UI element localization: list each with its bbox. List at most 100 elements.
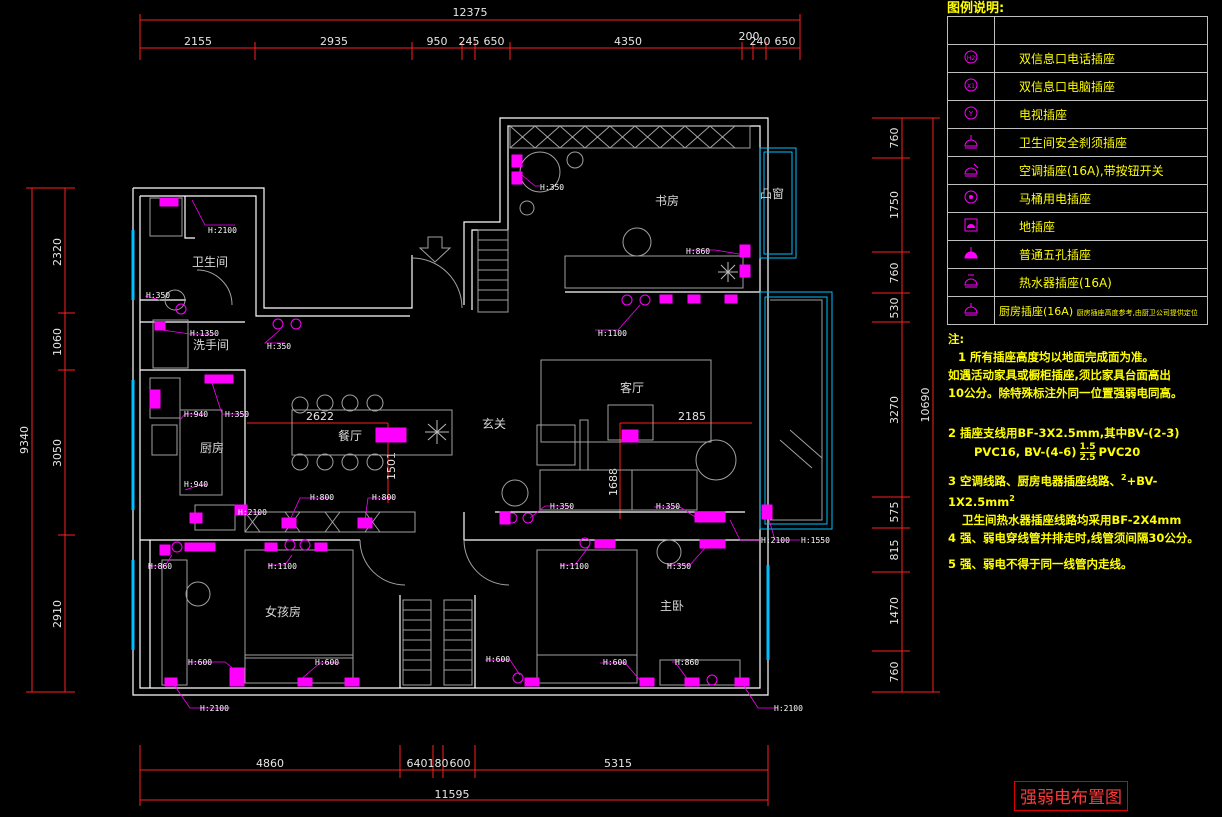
legend-row: X1 双信息口电脑插座 xyxy=(947,72,1208,101)
legend-row: Y 电视插座 xyxy=(947,100,1208,129)
legend-label: 马桶用电插座 xyxy=(994,184,1208,213)
room-label-washroom: 洗手间 xyxy=(193,338,229,352)
legend-label: 地插座 xyxy=(994,212,1208,241)
right-dim: 530 xyxy=(888,298,901,319)
bottom-dim: 180 xyxy=(428,757,449,770)
legend: H2 双信息口电话插座 X1 双信息口电脑插座 Y 电视插座 卫生间安全刹须插座… xyxy=(947,16,1208,325)
right-dim: 1470 xyxy=(888,597,901,625)
height-label: H:1100 xyxy=(598,329,627,338)
height-label: H:2100 xyxy=(238,508,267,517)
notes-title: 注: xyxy=(948,332,965,346)
dimension-labels: 12375 2155 2935 950 245 650 4350 200 240… xyxy=(18,6,932,801)
legend-row: 普通五孔插座 xyxy=(947,240,1208,269)
note-line: PVC20 xyxy=(1098,445,1141,459)
note-sup: 2 xyxy=(1121,473,1127,482)
bottom-dim: 640 xyxy=(407,757,428,770)
notes: 注: 1 所有插座高度均以地面完成面为准。 如遇活动家具或橱柜插座,须比家具台面… xyxy=(948,330,1218,573)
height-label: H:600 xyxy=(603,658,627,667)
phone-socket-icon: H2 xyxy=(947,44,995,73)
note-line: 1 所有插座高度均以地面完成面为准。 xyxy=(958,350,1155,364)
top-dim: 245 xyxy=(459,35,480,48)
height-label: H:350 xyxy=(267,342,291,351)
bottom-dim: 600 xyxy=(450,757,471,770)
interior-dim: 1501 xyxy=(385,452,398,480)
right-dim: 1750 xyxy=(888,191,901,219)
height-label: H:2100 xyxy=(774,704,803,713)
water-heater-socket-icon xyxy=(947,268,995,297)
top-total-dim: 12375 xyxy=(453,6,488,19)
height-label: H:2100 xyxy=(208,226,237,235)
bottom-dim: 4860 xyxy=(256,757,284,770)
dimension-lines xyxy=(26,14,940,806)
bottom-dim: 5315 xyxy=(604,757,632,770)
right-dim: 575 xyxy=(888,502,901,523)
note-line: +BV-1X2.5mm xyxy=(948,473,1158,509)
legend-row: 厨房插座(16A) 厨房插座高度参考,由厨卫公司提供定位 xyxy=(947,296,1208,325)
height-label: H:1100 xyxy=(268,562,297,571)
room-label-bathroom: 卫生间 xyxy=(192,255,228,269)
svg-text:H2: H2 xyxy=(967,55,976,62)
right-dim: 760 xyxy=(888,662,901,683)
kitchen-socket-icon xyxy=(947,296,995,325)
left-dim: 3050 xyxy=(51,439,64,467)
room-label-girl-room: 女孩房 xyxy=(265,604,301,619)
height-label: H:860 xyxy=(148,562,172,571)
height-label: H:600 xyxy=(188,658,212,667)
height-label: H:860 xyxy=(686,247,710,256)
left-total-dim: 9340 xyxy=(18,426,31,454)
drawing-title: 强弱电布置图 xyxy=(1014,781,1128,811)
legend-row: 卫生间安全刹须插座 xyxy=(947,128,1208,157)
note-line: 2 插座支线用BF-3X2.5mm,其中BV-(2-3) xyxy=(948,426,1180,440)
legend-label: 厨房插座(16A) xyxy=(999,304,1074,318)
legend-row: 地插座 xyxy=(947,212,1208,241)
legend-label: 双信息口电脑插座 xyxy=(994,72,1208,101)
top-dim: 4350 xyxy=(614,35,642,48)
socket-height-labels: H:2100 H:350 H:350 H:1350 H:350 H:350 H:… xyxy=(146,183,830,713)
right-total-dim: 10690 xyxy=(919,388,932,423)
right-dim: 760 xyxy=(888,128,901,149)
legend-row: 空调插座(16A),带按钮开关 xyxy=(947,156,1208,185)
height-label: H:600 xyxy=(315,658,339,667)
ac-socket-icon xyxy=(947,156,995,185)
legend-label: 空调插座(16A),带按钮开关 xyxy=(994,156,1208,185)
interior-dim: 2622 xyxy=(306,410,334,423)
legend-row: H2 双信息口电话插座 xyxy=(947,44,1208,73)
legend-row: 马桶用电插座 xyxy=(947,184,1208,213)
bottom-total-dim: 11595 xyxy=(435,788,470,801)
note-line: 4 强、弱电穿线管并排走时,线管须间隔30公分。 xyxy=(948,530,1199,545)
legend-label: 电视插座 xyxy=(994,100,1208,129)
plant-icon xyxy=(425,262,738,444)
height-label: H:350 xyxy=(146,291,170,300)
height-label: H:940 xyxy=(184,410,208,419)
toilet-socket-icon xyxy=(947,184,995,213)
left-dim: 2320 xyxy=(51,238,64,266)
height-label: H:800 xyxy=(372,493,396,502)
height-label: H:350 xyxy=(656,502,680,511)
top-dim: 240 xyxy=(750,35,771,48)
height-label: H:350 xyxy=(540,183,564,192)
walls xyxy=(132,117,769,696)
legend-title: 图例说明: xyxy=(947,1,1005,16)
note-line: 3 空调线路、厨房电器插座线路、 xyxy=(948,473,1122,488)
left-dim: 2910 xyxy=(51,600,64,628)
svg-text:Y: Y xyxy=(968,110,974,118)
left-dim: 1060 xyxy=(51,328,64,356)
sockets xyxy=(149,154,773,687)
right-dim: 815 xyxy=(888,540,901,561)
note-sup: 2 xyxy=(1009,493,1015,503)
interior-dim: 2185 xyxy=(678,410,706,423)
room-label-entry: 玄关 xyxy=(482,416,506,431)
height-label: H:350 xyxy=(550,502,574,511)
room-label-kitchen: 厨房 xyxy=(200,440,224,455)
height-label: H:860 xyxy=(675,658,699,667)
height-label: H:800 xyxy=(310,493,334,502)
furniture xyxy=(149,125,823,686)
note-line: 如遇活动家具或橱柜插座,须比家具台面高出 xyxy=(948,368,1171,382)
height-label: H:1550 xyxy=(801,536,830,545)
height-label: H:940 xyxy=(184,480,208,489)
right-dim: 3270 xyxy=(888,396,901,424)
right-dim: 760 xyxy=(888,263,901,284)
leader-lines xyxy=(144,174,800,709)
splash-proof-socket-icon xyxy=(947,128,995,157)
